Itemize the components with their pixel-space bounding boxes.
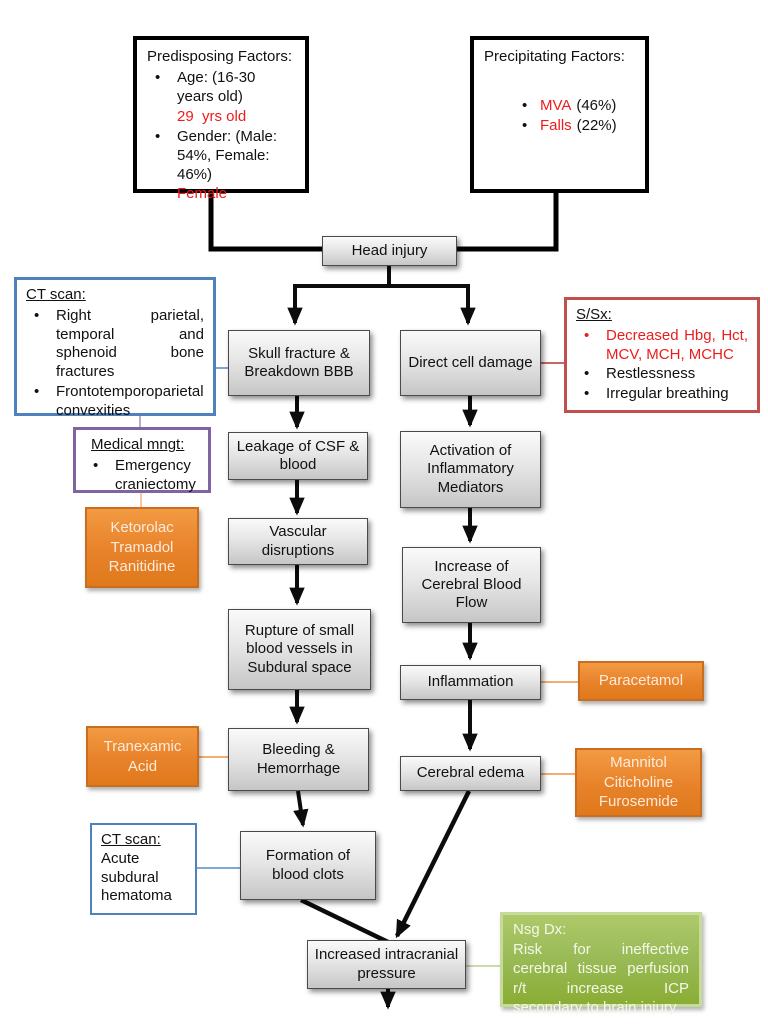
medication-label: Paracetamol bbox=[598, 672, 684, 690]
node-leakage-csf: Leakage of CSF & blood bbox=[228, 432, 368, 480]
ct-scan-top-title: CT scan: bbox=[26, 286, 86, 303]
connector-precipitating-to-head bbox=[454, 190, 559, 252]
list-item: Irregular breathing bbox=[576, 385, 748, 404]
arrow-edema-to-icp bbox=[394, 789, 472, 939]
list-item: Gender: (Male: 54%, Female: 46%) bbox=[147, 127, 295, 185]
node-label: Head injury bbox=[351, 241, 428, 259]
list-item: Age: (16-30 years old) bbox=[147, 68, 295, 106]
precipitating-factors-box: Precipitating Factors: MVA(46%) Falls(22… bbox=[470, 36, 649, 193]
connector-formation-to-icp bbox=[300, 897, 391, 946]
node-increased-icp: Increased intracranial pressure bbox=[307, 940, 466, 989]
arrow-bleeding-to-formation bbox=[293, 790, 309, 828]
medication-label: Mannitol Citicholine Furosemide bbox=[598, 754, 679, 811]
node-activation-mediators: Activation of Inflammatory Mediators bbox=[400, 431, 541, 508]
ct-scan-top-box: CT scan: Right parietal, temporal and sp… bbox=[14, 277, 216, 419]
node-direct-cell-damage: Direct cell damage bbox=[400, 330, 541, 396]
node-label: Increased intracranial pressure bbox=[314, 946, 459, 982]
nsg-dx-text: Risk for ineffective cerebral tissue per… bbox=[513, 940, 689, 1017]
precipitating-title: Precipitating Factors: bbox=[484, 48, 625, 65]
node-label: Bleeding & Hemorrhage bbox=[256, 741, 341, 777]
medical-mngt-box: Medical mngt: Emergency craniectomy bbox=[73, 427, 211, 493]
medical-mngt-title: Medical mngt: bbox=[91, 436, 185, 453]
list-item: MVA(46%) bbox=[510, 96, 635, 115]
node-increase-cbf: Increase of Cerebral Blood Flow bbox=[402, 547, 541, 623]
node-cerebral-edema: Cerebral edema bbox=[400, 756, 541, 791]
node-label: Increase of Cerebral Blood Flow bbox=[421, 557, 522, 612]
predisposing-factors-box: Predisposing Factors: Age: (16-30 years … bbox=[133, 36, 309, 202]
ct-scan-bottom-box: CT scan: Acute subdural hematoma bbox=[90, 823, 197, 915]
node-vascular-disruptions: Vascular disruptions bbox=[228, 518, 368, 565]
node-label: Direct cell damage bbox=[408, 353, 533, 371]
node-label: Activation of Inflammatory Mediators bbox=[427, 442, 514, 496]
node-formation-clots: Formation of blood clots bbox=[240, 831, 376, 900]
medication-box-tranexamic: Tranexamic Acid bbox=[86, 726, 199, 787]
node-label: Inflammation bbox=[427, 673, 514, 691]
node-bleeding-hemorrhage: Bleeding & Hemorrhage bbox=[228, 728, 369, 791]
node-skull-fracture: Skull fracture & Breakdown BBB bbox=[228, 330, 370, 396]
node-label: Rupture of small blood vessels in Subdur… bbox=[244, 622, 355, 676]
medication-label: Tranexamic Acid bbox=[103, 738, 182, 775]
nsg-dx-title: Nsg Dx: bbox=[513, 921, 567, 938]
list-item: Restlessness bbox=[576, 365, 748, 384]
node-label: Skull fracture & Breakdown BBB bbox=[244, 344, 354, 380]
medication-box-mannitol: Mannitol Citicholine Furosemide bbox=[575, 748, 702, 817]
list-item: Decreased Hbg, Hct, MCV, MCH, MCHC bbox=[576, 327, 748, 365]
ct-scan-bottom-title: CT scan: bbox=[101, 831, 161, 848]
predisposing-title: Predisposing Factors: bbox=[147, 48, 293, 65]
node-rupture-vessels: Rupture of small blood vessels in Subdur… bbox=[228, 609, 371, 690]
medication-label: Ketorolac Tramadol Ranitidine bbox=[108, 519, 176, 576]
node-inflammation: Inflammation bbox=[400, 665, 541, 700]
s-sx-box: S/Sx: Decreased Hbg, Hct, MCV, MCH, MCHC… bbox=[564, 297, 760, 413]
nsg-dx-box: Nsg Dx: Risk for ineffective cerebral ti… bbox=[500, 912, 702, 1016]
patient-value-age: 29 yrs old bbox=[177, 107, 247, 125]
node-label: Leakage of CSF & blood bbox=[236, 437, 360, 473]
node-label: Formation of blood clots bbox=[265, 847, 351, 883]
node-head-injury: Head injury bbox=[322, 236, 457, 266]
list-item: Falls(22%) bbox=[510, 116, 635, 135]
ct-scan-bottom-text: Acute subdural hematoma bbox=[101, 849, 172, 905]
connector-predisposing-to-head bbox=[208, 190, 324, 252]
medication-box-paracetamol: Paracetamol bbox=[578, 661, 704, 701]
s-sx-title: S/Sx: bbox=[576, 306, 612, 323]
list-item: Emergency craniectomy bbox=[85, 457, 199, 495]
node-label: Cerebral edema bbox=[416, 764, 525, 782]
list-item: Frontotemporoparietal convexities bbox=[26, 383, 204, 421]
patient-value-gender: Female bbox=[177, 185, 228, 203]
medication-box-ketorolac: Ketorolac Tramadol Ranitidine bbox=[85, 507, 199, 588]
list-item: Right parietal, temporal and sphenoid bo… bbox=[26, 307, 204, 382]
node-label: Vascular disruptions bbox=[261, 523, 335, 559]
